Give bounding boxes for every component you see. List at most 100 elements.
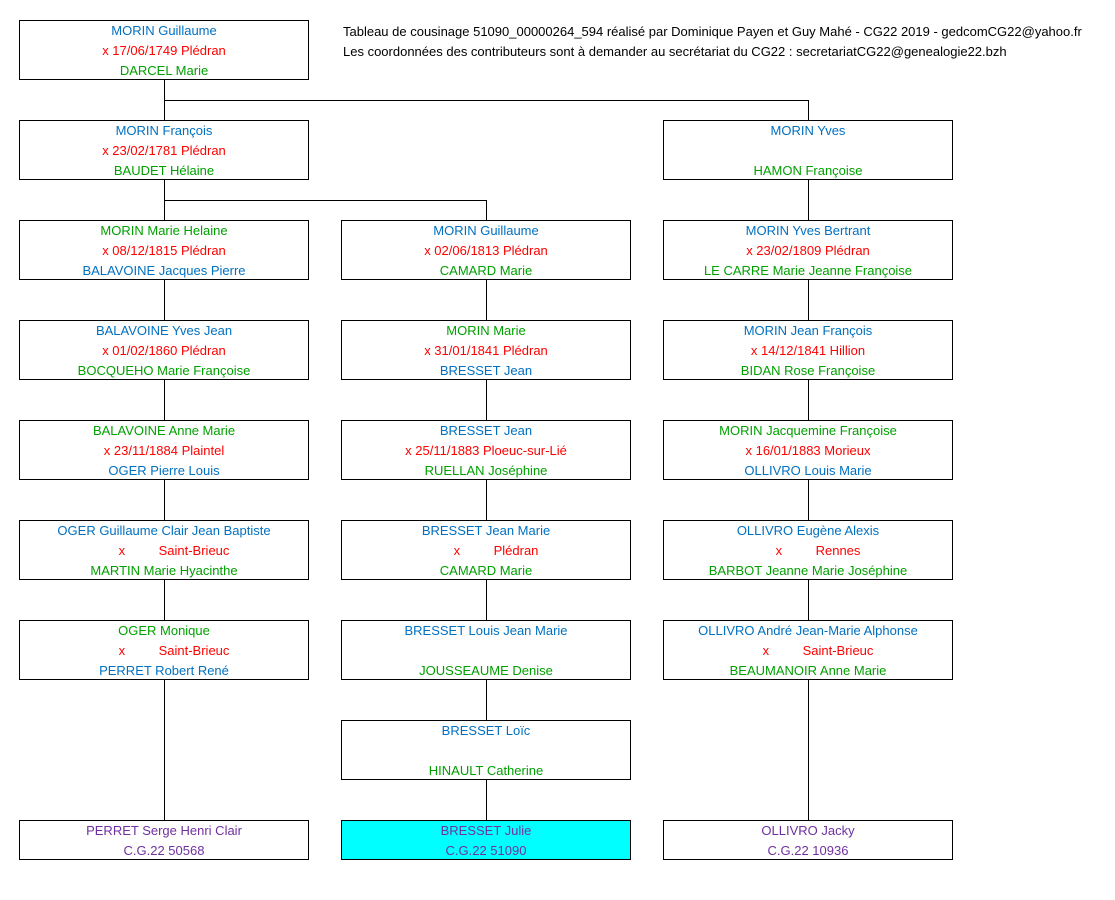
header-line-2: Les coordonnées des contributeurs sont à… <box>343 44 1007 59</box>
connector <box>164 100 809 101</box>
marriage-info: x 17/06/1749 Plédran <box>102 43 226 58</box>
connector <box>164 680 165 820</box>
header: Tableau de cousinage 51090_00000264_594 … <box>343 22 1082 62</box>
husband-name: BRESSET Loïc <box>441 723 531 738</box>
couple-box-gen5-right: MORIN Jacquemine Françoise x 16/01/1883 … <box>663 420 953 480</box>
connector <box>486 280 487 320</box>
marriage-marker: x <box>118 543 126 558</box>
couple-box-gen4-left: BALAVOINE Yves Jean x 01/02/1860 Plédran… <box>19 320 309 380</box>
couple-box-gen6-right: OLLIVRO Eugène Alexis x Rennes BARBOT Jea… <box>663 520 953 580</box>
marriage-info: x 02/06/1813 Plédran <box>424 243 548 258</box>
marriage-info: x 14/12/1841 Hillion <box>750 343 866 358</box>
marriage-info <box>664 141 952 161</box>
couple-box-gen7-middle: BRESSET Louis Jean Marie JOUSSEAUME Deni… <box>341 620 631 680</box>
husband-name: MORIN François <box>115 123 213 138</box>
wife-name: BIDAN Rose Françoise <box>740 363 876 378</box>
couple-box-gen2-left: MORIN François x 23/02/1781 Plédran BAUD… <box>19 120 309 180</box>
marriage-marker: x <box>453 543 461 558</box>
couple-box-gen5-left: BALAVOINE Anne Marie x 23/11/1884 Plaint… <box>19 420 309 480</box>
husband-name: BRESSET Jean Marie <box>421 523 551 538</box>
connector <box>486 480 487 520</box>
husband-name: BALAVOINE Yves Jean <box>95 323 233 338</box>
couple-box-gen4-middle: MORIN Marie x 31/01/1841 Plédran BRESSET… <box>341 320 631 380</box>
cousin-name: OLLIVRO Jacky <box>761 823 855 838</box>
marriage-info: x Rennes <box>664 541 952 561</box>
wife-name: CAMARD Marie <box>439 263 533 278</box>
cousin-box-left: PERRET Serge Henri Clair C.G.22 50568 <box>19 820 309 860</box>
wife-name: BEAUMANOIR Anne Marie <box>729 663 887 678</box>
husband-name: MORIN Jean François <box>743 323 873 338</box>
husband-name: MORIN Jacquemine Françoise <box>719 423 897 438</box>
connector <box>164 580 165 620</box>
husband-name: OLLIVRO Eugène Alexis <box>736 523 880 538</box>
cousin-box-right: OLLIVRO Jacky C.G.22 10936 <box>663 820 953 860</box>
connector <box>164 480 165 520</box>
connector <box>486 580 487 620</box>
husband-name: MORIN Marie <box>446 323 526 338</box>
connector <box>486 200 487 220</box>
wife-name: BRESSET Jean <box>439 363 533 378</box>
marriage-info: x 16/01/1883 Morieux <box>745 443 871 458</box>
husband-name: BRESSET Jean <box>439 423 533 438</box>
husband-name: MORIN Guillaume <box>111 23 217 38</box>
marriage-info: x 25/11/1883 Ploeuc-sur-Lié <box>405 443 567 458</box>
connector <box>486 680 487 720</box>
marriage-info: x 08/12/1815 Plédran <box>102 243 226 258</box>
wife-name: BOCQUEHO Marie Françoise <box>77 363 251 378</box>
wife-name: BALAVOINE Jacques Pierre <box>82 263 246 278</box>
connector <box>486 380 487 420</box>
couple-box-gen1: MORIN Guillaume x 17/06/1749 Plédran DAR… <box>19 20 309 80</box>
marriage-place: Rennes <box>815 543 861 558</box>
husband-name: MORIN Guillaume <box>433 223 539 238</box>
wife-name: HINAULT Catherine <box>428 763 544 778</box>
wife-name: MARTIN Marie Hyacinthe <box>90 563 238 578</box>
connector <box>808 380 809 420</box>
marriage-info: x Saint-Brieuc <box>664 641 952 661</box>
wife-name: OGER Pierre Louis <box>108 463 220 478</box>
marriage-place: Saint-Brieuc <box>158 543 230 558</box>
husband-name: BRESSET Louis Jean Marie <box>404 623 568 638</box>
connector <box>808 580 809 620</box>
wife-name: BARBOT Jeanne Marie Joséphine <box>708 563 908 578</box>
connector <box>808 680 809 820</box>
wife-name: CAMARD Marie <box>439 563 533 578</box>
couple-box-gen5-middle: BRESSET Jean x 25/11/1883 Ploeuc-sur-Lié… <box>341 420 631 480</box>
marriage-info: x 23/02/1809 Plédran <box>746 243 870 258</box>
husband-name: OGER Monique <box>118 623 210 638</box>
husband-name: MORIN Marie Helaine <box>100 223 228 238</box>
connector <box>164 280 165 320</box>
connector <box>486 780 487 820</box>
marriage-marker: x <box>762 643 770 658</box>
couple-box-gen8-middle: BRESSET Loïc HINAULT Catherine <box>341 720 631 780</box>
couple-box-gen4-right: MORIN Jean François x 14/12/1841 Hillion… <box>663 320 953 380</box>
cousin-code: C.G.22 50568 <box>123 843 205 858</box>
wife-name: LE CARRE Marie Jeanne Françoise <box>703 263 913 278</box>
marriage-marker: x <box>775 543 783 558</box>
marriage-info <box>342 641 630 661</box>
wife-name: JOUSSEAUME Denise <box>419 663 553 678</box>
connector <box>808 480 809 520</box>
wife-name: DARCEL Marie <box>119 63 209 78</box>
wife-name: BAUDET Hélaine <box>113 163 215 178</box>
wife-name: PERRET Robert René <box>99 663 229 678</box>
marriage-marker: x <box>118 643 126 658</box>
cousin-code: C.G.22 10936 <box>767 843 849 858</box>
marriage-place: Saint-Brieuc <box>802 643 874 658</box>
connector <box>808 180 809 220</box>
couple-box-gen2-right: MORIN Yves HAMON Françoise <box>663 120 953 180</box>
couple-box-gen3-middle: MORIN Guillaume x 02/06/1813 Plédran CAM… <box>341 220 631 280</box>
marriage-info: x 31/01/1841 Plédran <box>424 343 548 358</box>
cousin-code: C.G.22 51090 <box>445 843 527 858</box>
connector <box>164 200 487 201</box>
husband-name: MORIN Yves <box>770 123 846 138</box>
cousin-box-middle: BRESSET Julie C.G.22 51090 <box>341 820 631 860</box>
marriage-info: x 23/02/1781 Plédran <box>102 143 226 158</box>
marriage-info: x Saint-Brieuc <box>20 541 308 561</box>
marriage-info: x 23/11/1884 Plaintel <box>103 443 225 458</box>
